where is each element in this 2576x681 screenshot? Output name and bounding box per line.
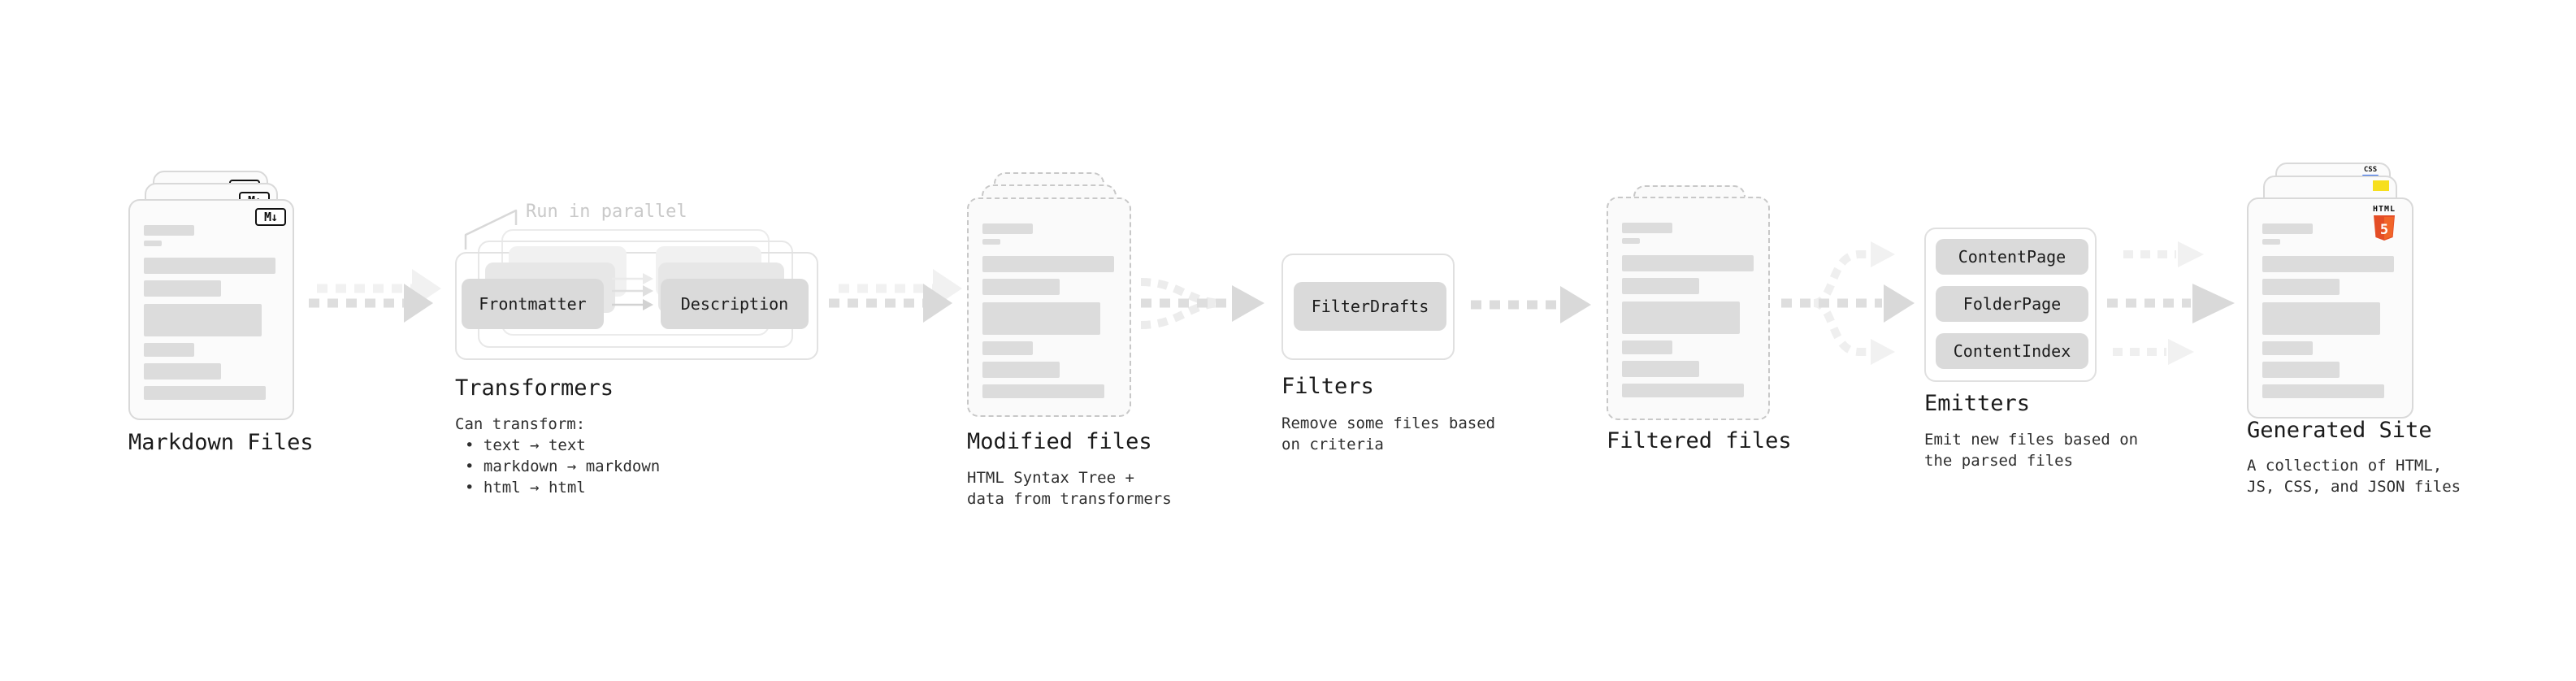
stage-label-transformers: Transformers <box>455 375 614 401</box>
html5-icon: HTML 5 <box>2366 206 2402 241</box>
stage-label-filtered-files: Filtered files <box>1607 428 1792 453</box>
text-line-placeholder <box>1622 238 1640 244</box>
transformer-container-front <box>455 252 818 360</box>
text-line-placeholder <box>1622 301 1740 334</box>
emitter-pill-contentindex: ContentIndex <box>1936 333 2088 369</box>
modified-file-card-front <box>967 197 1131 417</box>
arrow-filtered-to-emitters-split <box>1781 241 1915 365</box>
bullet-item: • markdown → markdown <box>465 458 661 475</box>
stage-label-generated-site: Generated Site <box>2247 418 2432 443</box>
text-line-placeholder <box>1622 340 1672 354</box>
text-line-placeholder <box>144 386 266 400</box>
text-line-placeholder <box>982 279 1060 295</box>
text-line-placeholder <box>144 280 221 297</box>
text-line-placeholder <box>982 256 1114 272</box>
markdown-icon: M↓ <box>255 208 286 226</box>
text-line-placeholder <box>144 225 194 236</box>
stage-label-emitters: Emitters <box>1924 391 2031 416</box>
text-line-placeholder <box>1622 278 1699 294</box>
stage-label-modified-files: Modified files <box>967 429 1152 454</box>
run-in-parallel-note: Run in parallel <box>526 202 687 222</box>
filters-caption: Remove some files based on criteria <box>1281 414 1496 453</box>
arrow-emitters-to-generated <box>2107 241 2235 365</box>
text-line-placeholder <box>144 258 275 274</box>
document-placeholder-lines <box>982 199 1121 398</box>
modified-files-caption: HTML Syntax Tree + data from transformer… <box>967 469 1172 508</box>
text-line-placeholder <box>2262 239 2280 245</box>
text-line-placeholder <box>1622 223 1672 233</box>
text-line-placeholder <box>982 239 1000 245</box>
svg-text:5: 5 <box>2380 222 2388 238</box>
html5-icon-word: HTML <box>2372 205 2396 214</box>
text-line-placeholder <box>2262 362 2340 378</box>
text-line-placeholder <box>2262 341 2313 355</box>
emitter-pill-folderpage: FolderPage <box>1936 286 2088 322</box>
generated-file-card-html: HTML 5 <box>2247 197 2413 419</box>
markdown-file-card-front: M↓ <box>128 199 294 420</box>
document-placeholder-lines <box>144 201 284 400</box>
transformers-caption-title: Can transform: <box>455 415 586 433</box>
text-line-placeholder <box>2262 256 2394 272</box>
text-line-placeholder <box>1622 255 1754 271</box>
text-line-placeholder <box>2262 223 2313 234</box>
arrow-filters-to-filtered <box>1471 286 1591 323</box>
arrow-transformers-to-modified <box>829 269 962 323</box>
filters-frame: FilterDrafts <box>1281 254 1455 360</box>
text-line-placeholder <box>982 223 1033 234</box>
text-line-placeholder <box>2262 384 2384 398</box>
text-line-placeholder <box>982 302 1100 335</box>
text-line-placeholder <box>2262 279 2340 295</box>
text-line-placeholder <box>982 362 1060 378</box>
filter-pill-filterdrafts: FilterDrafts <box>1294 282 1446 331</box>
filtered-file-card-front <box>1607 197 1770 420</box>
text-line-placeholder <box>2262 302 2380 335</box>
js-icon <box>2373 180 2389 191</box>
text-line-placeholder <box>982 384 1104 398</box>
text-line-placeholder <box>1622 361 1699 377</box>
text-line-placeholder <box>982 341 1033 355</box>
emitter-pill-contentpage: ContentPage <box>1936 239 2088 275</box>
text-line-placeholder <box>144 343 194 357</box>
stage-label-markdown-files: Markdown Files <box>128 430 314 455</box>
document-placeholder-lines <box>2262 199 2404 398</box>
bullet-item: • html → html <box>465 479 586 497</box>
arrow-markdown-to-transformers <box>309 269 441 323</box>
css-icon-label: CSS <box>2363 166 2378 174</box>
generated-site-caption: A collection of HTML, JS, CSS, and JSON … <box>2247 457 2461 496</box>
emitters-caption: Emit new files based on the parsed files <box>1924 431 2139 470</box>
emitters-frame: ContentPage FolderPage ContentIndex <box>1924 228 2097 382</box>
arrow-modified-to-filters-merge <box>1140 278 1264 329</box>
document-placeholder-lines <box>1622 198 1760 397</box>
stage-label-filters: Filters <box>1281 374 1374 399</box>
html5-shield-icon: 5 <box>2374 215 2395 241</box>
transformers-bullet-list: • text → text • markdown → markdown • ht… <box>455 435 660 498</box>
transformer-pill-frontmatter: Frontmatter <box>462 279 604 329</box>
text-line-placeholder <box>144 363 221 380</box>
bullet-item: • text → text <box>465 436 586 454</box>
transformer-pill-description: Description <box>661 279 809 329</box>
text-line-placeholder <box>144 241 162 246</box>
text-line-placeholder <box>1622 384 1744 397</box>
text-line-placeholder <box>144 304 262 336</box>
